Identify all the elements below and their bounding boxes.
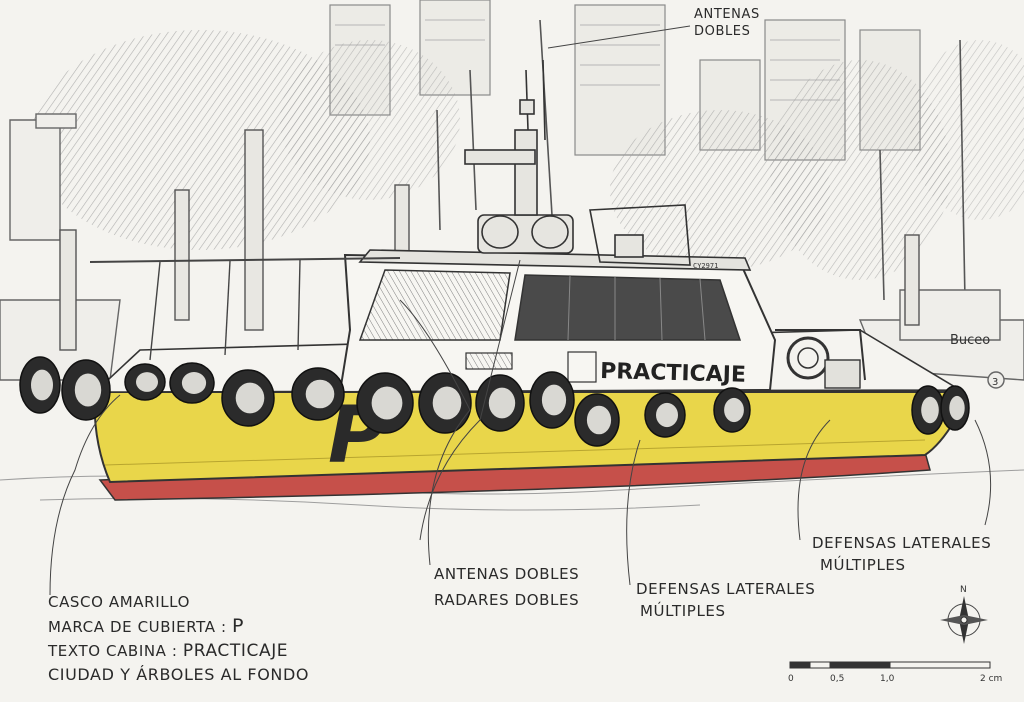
- tire-fender-hole-12: [656, 402, 678, 428]
- label-antennas-radars: ANTENAS DOBLES RADARES DOBLES: [434, 565, 580, 609]
- tire-fender-hole-7: [371, 386, 403, 420]
- tire-fender-hole-10: [541, 384, 567, 416]
- tire-fender-hole-8: [432, 386, 462, 420]
- legend-deck-mark: MARCA DE CUBIERTA : P: [48, 615, 245, 637]
- tire-fender-hole-15: [949, 395, 965, 421]
- tire-fender-hole-9: [488, 387, 516, 419]
- tire-fender-hole-1: [31, 369, 53, 401]
- scale-bar: [789, 661, 991, 669]
- dock-posts: [59, 129, 920, 351]
- tire-fender-hole-14: [921, 396, 939, 424]
- tire-fender-hole-11: [586, 405, 612, 435]
- leader-lines: [49, 25, 992, 596]
- cabin-text-practicaje: PRACTICAJE: [600, 359, 746, 388]
- label-top-antennas: ANTENAS DOBLES: [694, 7, 760, 39]
- tire-fender-hole-6: [305, 379, 335, 409]
- compass-rose-icon: [940, 596, 988, 644]
- tire-fender-hole-4: [181, 372, 207, 394]
- background-trees: [30, 30, 1024, 280]
- scale-tick-2cm: 2 cm: [980, 674, 1003, 684]
- tire-fender-hole-2: [74, 373, 102, 407]
- tire-fenders: [19, 356, 970, 447]
- label-fenders-right: DEFENSAS LATERALES MÚLTIPLES: [812, 534, 992, 574]
- label-fenders-mid: DEFENSAS LATERALES MÚLTIPLES: [636, 580, 816, 620]
- legend-background: CIUDAD Y ÁRBOLES AL FONDO: [48, 665, 310, 684]
- hull-bottom-red: [98, 451, 931, 501]
- legend-block: CASCO AMARILLO MARCA DE CUBIERTA : P TEX…: [48, 590, 309, 687]
- tire-fender-hole-13: [724, 397, 744, 423]
- bg-boat-name: Buceo: [950, 333, 990, 348]
- roof-equipment: [464, 59, 691, 266]
- bg-boat-number: 3: [992, 377, 998, 388]
- compass-north-label: N: [960, 585, 967, 595]
- scale-tick-10: 1,0: [880, 674, 895, 684]
- scale-tick-05: 0,5: [830, 674, 845, 684]
- scale-tick-0: 0: [788, 674, 794, 684]
- legend-cabin-text: TEXTO CABINA : PRACTICAJE: [48, 641, 289, 661]
- tire-fender-hole-3: [136, 372, 158, 392]
- tire-fender-hole-5: [235, 382, 265, 414]
- cabin-registration: CY2971: [693, 262, 718, 270]
- legend-hull: CASCO AMARILLO: [48, 593, 191, 611]
- background-masts: [436, 19, 966, 301]
